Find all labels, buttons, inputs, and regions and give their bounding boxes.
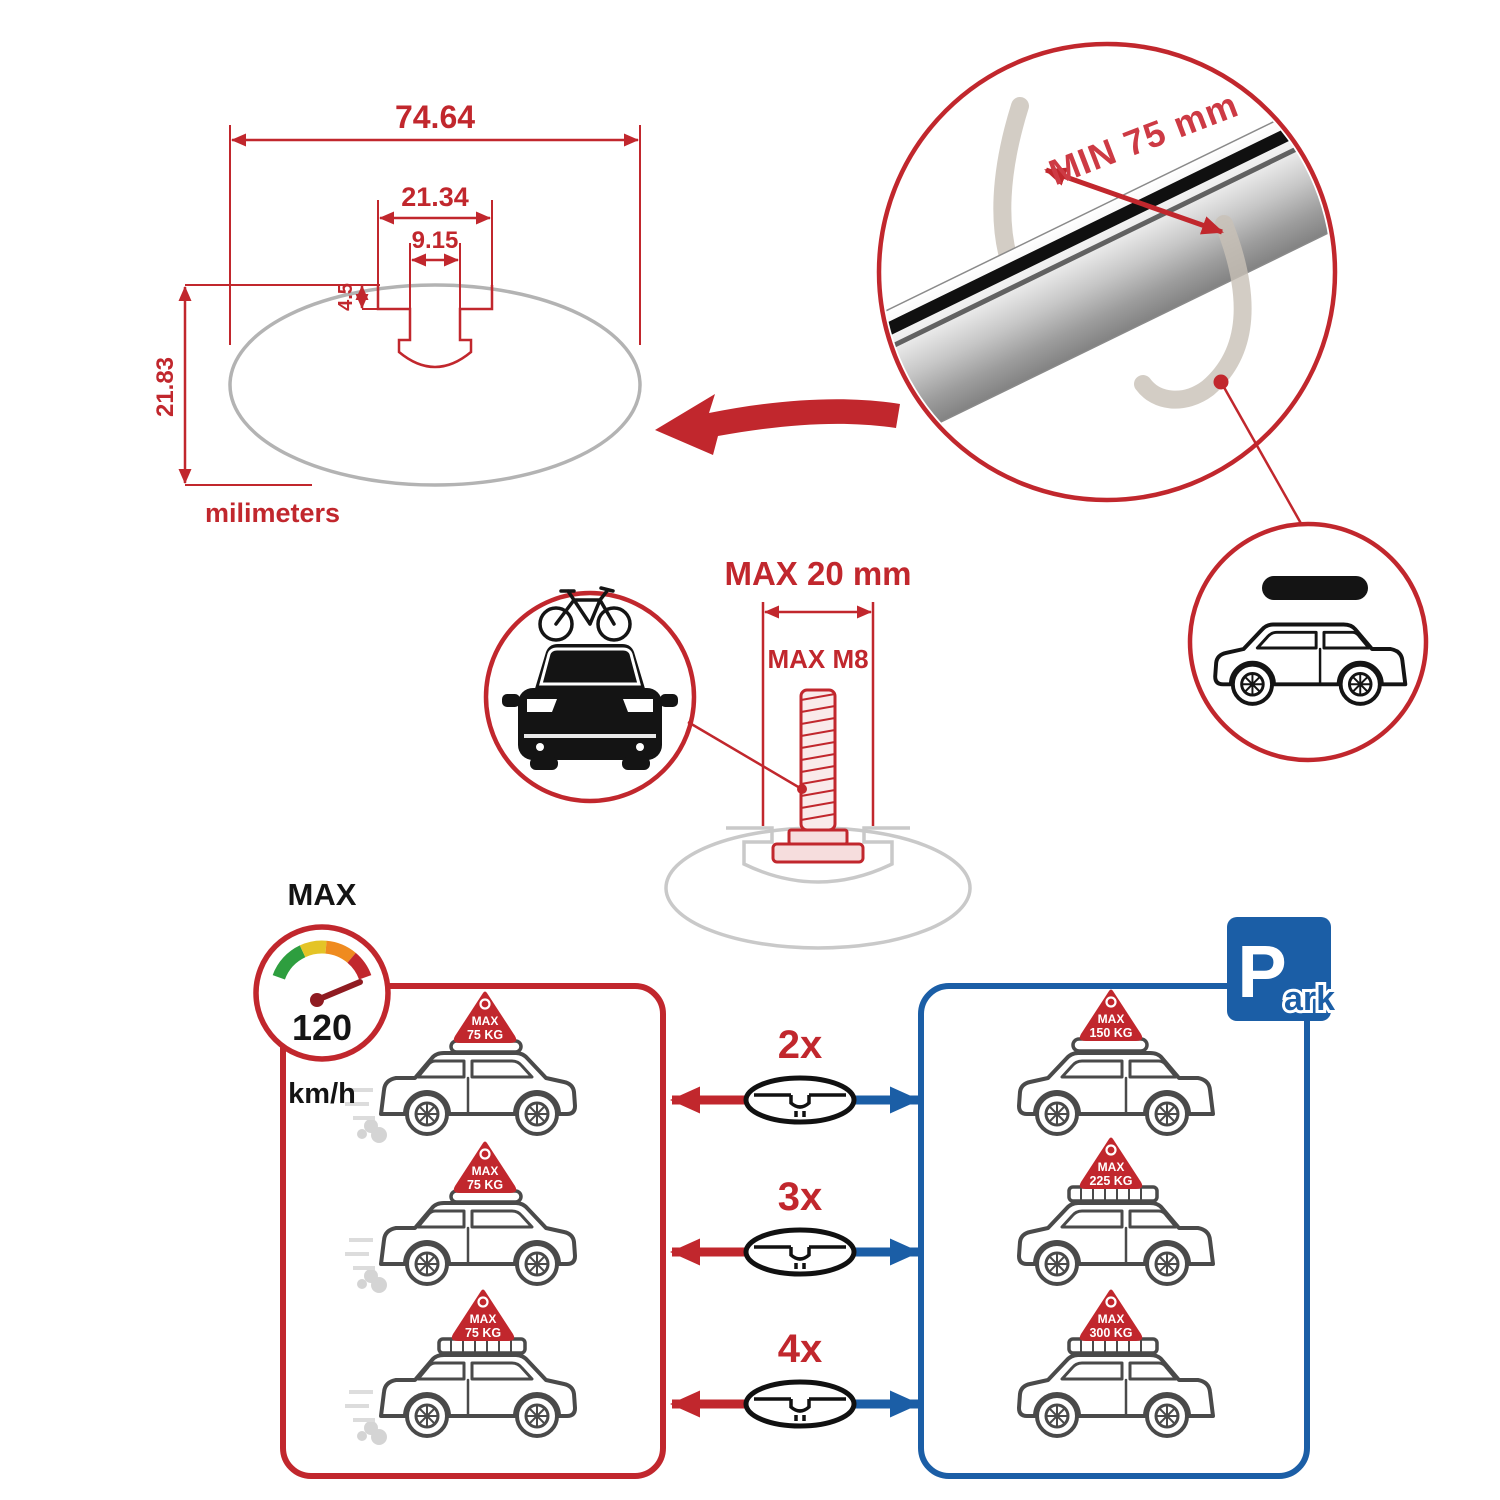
roof-load-badge: MAX 300 KG [1079,1289,1143,1341]
roof-basket [1067,1185,1159,1203]
t-slot-profile [376,285,494,369]
bolt-max-length-label: MAX 20 mm [724,555,911,592]
min-span-arrow [1044,167,1224,235]
badge-max-label: MAX [1098,1160,1125,1174]
technical-drawing: 74.64 21.34 9.15 4.5 21.83 milimeters [152,99,642,528]
dim-total-width: 74.64 [395,99,475,135]
bolt-diagram: MAX 20 mm MAX M8 [664,555,972,950]
gauge-needle-hub [310,993,324,1007]
badge-max-label: MAX [1098,1012,1125,1026]
multiplier-label: 3x [778,1175,823,1219]
dim-total-height: 21.83 [152,357,179,417]
parked-car: MAX 300 KG [1017,1289,1215,1438]
speed-limit-gauge: MAX 120 km/h [253,877,391,1110]
badge-max-label: MAX [472,1014,499,1028]
gauge-value: 120 [292,1007,352,1048]
badge-max-label: MAX [470,1312,497,1326]
multiplier-row: 3x [670,1175,920,1277]
bar-profile-icon [743,1075,857,1125]
bar-cross-section-ellipse [228,283,642,487]
bolt-guide-lines [761,602,875,826]
car-front-icon [502,644,678,770]
bar-profile-slot [754,1397,846,1421]
bar-profile-icon [743,1379,857,1429]
connector-circle-to-bolt [687,720,801,790]
driving-car: MAX 75 KG [345,1289,577,1445]
gauge-needle [314,979,363,1003]
badge-max-label: MAX [472,1164,499,1178]
suv-roofbox-circle [1187,521,1429,763]
units-label: milimeters [205,498,340,528]
roof-basket-grid [450,1339,512,1353]
dim-ext-channel-width [377,200,493,285]
ghost-slot-profile [726,826,910,884]
roof-box-icon [1262,576,1368,600]
bar-profile-icon [743,1227,857,1277]
badge-weight: 75 KG [467,1028,503,1042]
bolt-max-thread-label: MAX M8 [767,644,868,674]
bicycle-icon [538,586,632,642]
roof-load-badge: MAX 75 KG [453,991,517,1043]
roof-load-badge: MAX 75 KG [451,1289,515,1341]
motion-smoke [345,1238,387,1293]
roof-basket-grid [1080,1187,1142,1201]
red-pointer-arrow [655,394,900,455]
bolt-point-dot [797,784,807,794]
dim-slot-width: 9.15 [412,227,459,254]
multiplier-row: 4x [670,1327,920,1429]
badge-weight: 75 KG [467,1178,503,1192]
multiplier-label: 2x [778,1023,823,1067]
dim-ext-total-height [185,284,375,486]
motion-smoke [345,1390,387,1445]
motion-smoke [345,1088,387,1143]
parked-car: MAX 225 KG [1017,1137,1215,1286]
bar-profile-slot [754,1245,846,1269]
gauge-arcs [272,940,372,980]
suv-circle-outline [1187,521,1429,763]
driving-car: MAX 75 KG [345,1141,577,1293]
crossbar-detail-circle: MIN 75 mm [876,41,1338,528]
badge-weight: 225 KG [1089,1174,1132,1188]
badge-max-label: MAX [1098,1312,1125,1326]
dim-ext-total-width [229,125,641,345]
parking-letter: P [1237,930,1286,1013]
driving-panel [280,983,666,1479]
car-front-bike-circle [483,586,697,804]
roof-load-badge: MAX 75 KG [453,1141,517,1193]
roof-load-badge: MAX 150 KG [1079,989,1143,1041]
parking-suffix: ark [1284,980,1335,1018]
dim-channel-width: 21.34 [401,182,469,212]
gauge-max-label: MAX [288,877,357,912]
t-bolt-icon [771,688,865,864]
detail-circle-outline [876,41,1338,503]
gauge-units: km/h [288,1078,356,1110]
multiplier-label: 4x [778,1327,823,1371]
parking-sign: P ark [1227,917,1338,1021]
connector-to-suv-circle [1219,381,1305,528]
bar-profile-slot [754,1093,846,1117]
driving-car: MAX 75 KG [345,991,577,1143]
multiplier-row: 2x [670,1023,920,1125]
roof-load-badge: MAX 225 KG [1079,1137,1143,1189]
roof-basket [1067,1337,1159,1355]
dim-step-depth: 4.5 [335,283,357,311]
dim-ext-slot-width [409,243,461,309]
roof-basket-grid [1080,1339,1142,1353]
parked-car: MAX 150 KG [1017,989,1215,1136]
badge-weight: 150 KG [1089,1026,1132,1040]
badge-weight: 75 KG [465,1326,501,1340]
badge-weight: 300 KG [1089,1326,1132,1340]
